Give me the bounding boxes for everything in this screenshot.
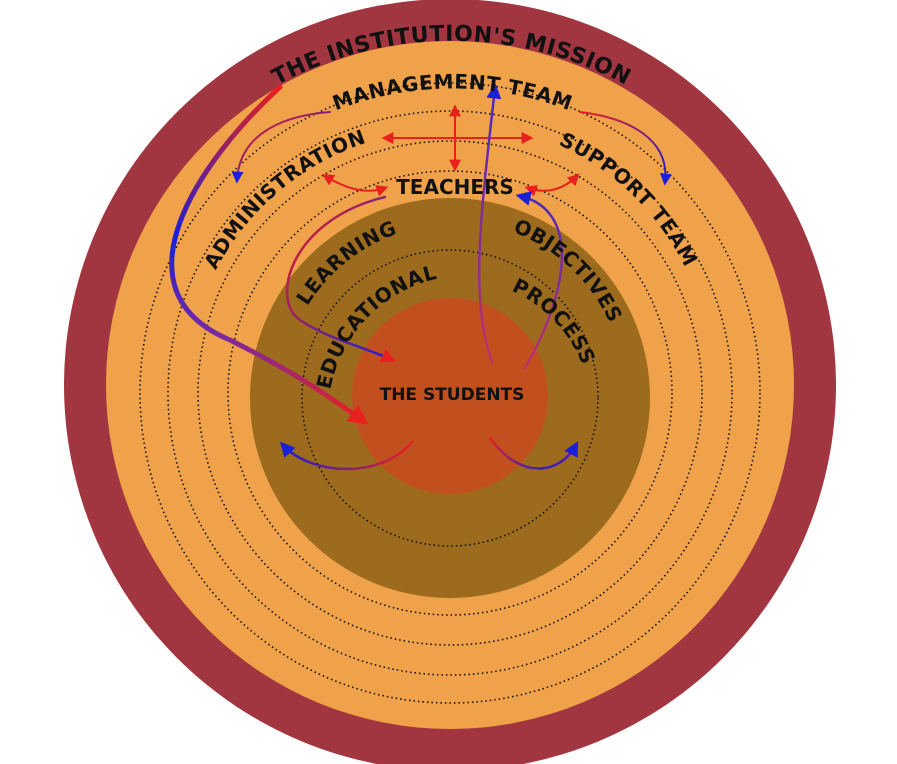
management-to-support-arrow (579, 111, 672, 186)
teachers-to-support-arrow (524, 173, 580, 197)
dotted-ring-1 (139, 82, 761, 704)
dotted-ring-3 (197, 140, 703, 646)
teachers-to-students-arrow (285, 195, 397, 363)
students-label: THE STUDENTS (380, 385, 525, 405)
mission-to-students-arrow (169, 84, 369, 425)
students-core (352, 298, 548, 494)
dotted-ring-5 (301, 249, 599, 547)
teachers-label: TEACHERS (396, 175, 514, 199)
dotted-ring-4 (227, 170, 673, 616)
students-out-left-arrow (279, 440, 414, 471)
students-to-teachers-arrow (515, 191, 564, 370)
students-to-management-arrow (477, 83, 502, 364)
students-out-right-arrow (488, 436, 579, 470)
management-to-admin-arrow (231, 111, 331, 184)
teachers-to-admin-arrow (321, 174, 389, 197)
arrows (169, 83, 672, 471)
